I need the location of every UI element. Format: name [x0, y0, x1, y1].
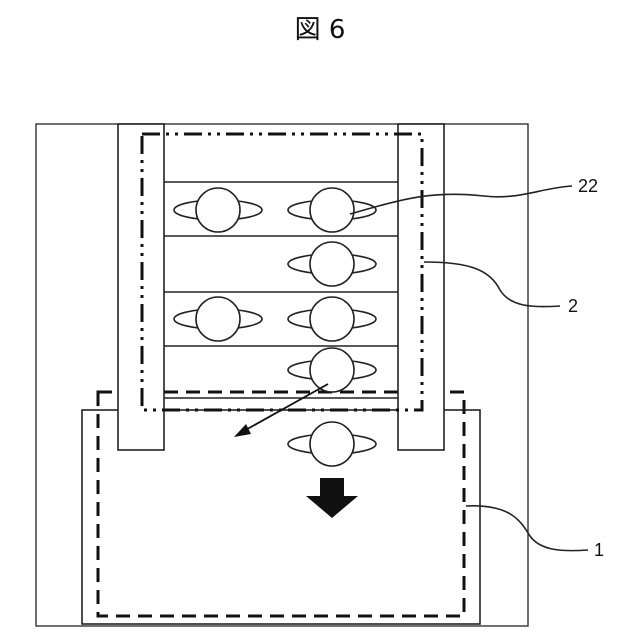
upper-boundary-dashdot	[142, 134, 422, 410]
items-layer	[174, 188, 376, 466]
down-arrow-icon	[306, 478, 358, 518]
item-row4-col2	[288, 348, 376, 392]
label-1: 1	[594, 540, 604, 560]
dropped-item	[288, 422, 376, 466]
label-2: 2	[568, 296, 578, 316]
leader-line-22	[350, 186, 572, 214]
item-row2-col2	[288, 242, 376, 286]
item-row1-col1	[174, 188, 262, 232]
outer-frame	[36, 124, 528, 626]
label-22: 22	[578, 176, 598, 196]
leader-line-1	[466, 506, 588, 551]
figure-title: 図 6	[295, 15, 346, 45]
item-row3-col1	[174, 297, 262, 341]
item-row3-col2	[288, 297, 376, 341]
transfer-arrow-head	[234, 424, 251, 437]
